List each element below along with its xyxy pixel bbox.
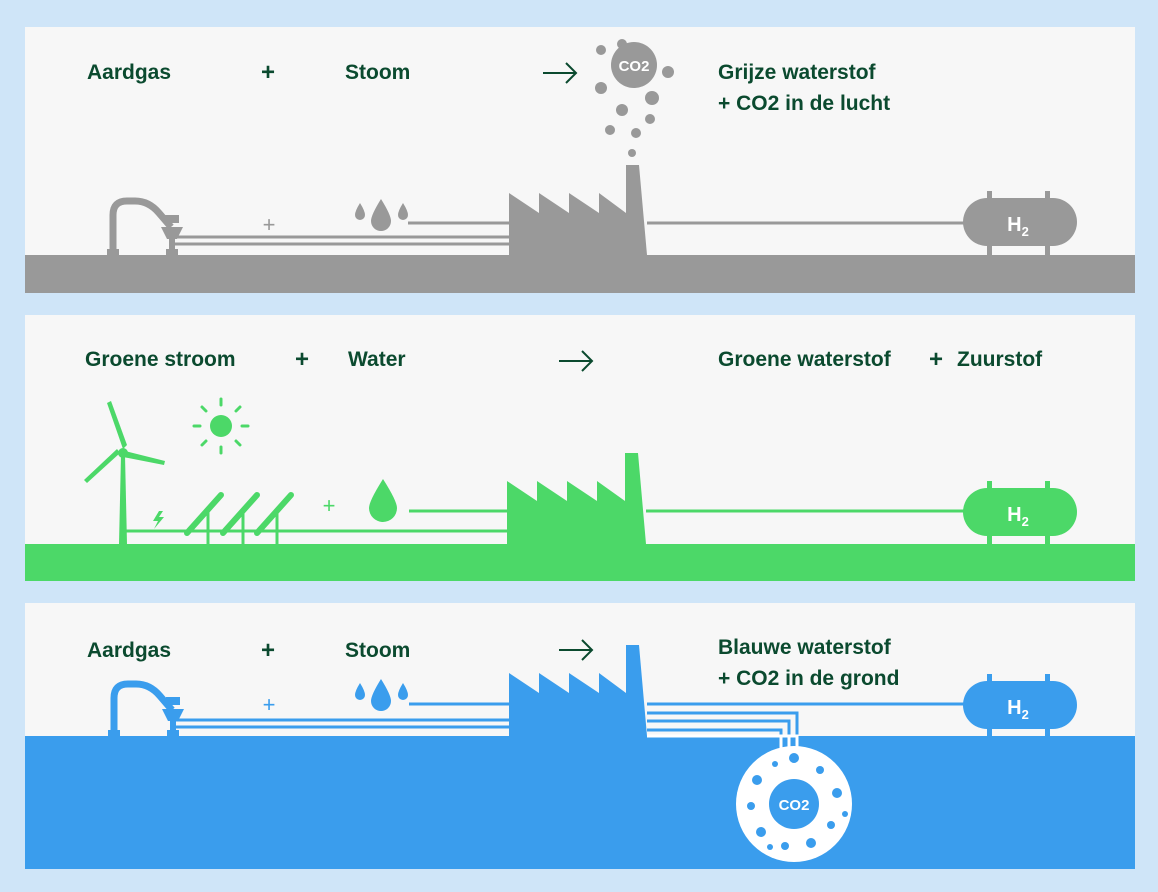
blue-process-diagram: +	[25, 639, 1135, 869]
h2-tank-icon	[963, 191, 1077, 255]
arrow-icon	[559, 350, 594, 372]
output-line2: + CO2 in de lucht	[718, 92, 891, 115]
input-a-label: Groene stroom	[85, 348, 236, 371]
input-a-label: Aardgas	[87, 639, 172, 662]
valve-icon	[107, 215, 183, 256]
input-b-label: Water	[348, 348, 406, 371]
plus-small: +	[263, 212, 276, 237]
gas-pipe-icon	[110, 680, 175, 736]
ground	[25, 736, 1135, 869]
plus-small: +	[323, 493, 336, 518]
tank-subscript: 2	[1022, 224, 1029, 239]
lightning-icon	[153, 511, 164, 529]
steam-droplets-icon	[355, 679, 408, 711]
solar-panels-icon	[184, 492, 294, 546]
tank-label: H	[1007, 504, 1021, 526]
sun-icon	[192, 397, 250, 455]
smoke-bubbles	[595, 39, 674, 157]
wind-turbine-icon	[84, 401, 165, 544]
factory-icon	[509, 645, 647, 736]
panel-grey-hydrogen: + CO2	[25, 27, 1135, 293]
h2-tank-icon	[963, 481, 1077, 544]
ground	[25, 544, 1135, 581]
co2-storage-icon	[736, 746, 852, 862]
arrow-icon	[559, 639, 594, 661]
svg-text:H2: H2	[1007, 214, 1029, 239]
output-line1: Grijze waterstof	[718, 61, 876, 84]
input-b-label: Stoom	[345, 61, 411, 84]
h2-tank-icon	[963, 674, 1077, 737]
plus-small: +	[263, 692, 276, 717]
factory-icon	[509, 165, 647, 255]
tank-label: H	[1007, 697, 1021, 719]
panel-blue-hydrogen: +	[25, 603, 1135, 869]
svg-text:H2: H2	[1007, 697, 1029, 722]
output-plus: +	[929, 346, 944, 373]
panel-green-hydrogen: + H2 Groene stroom + Water Groene waters…	[25, 315, 1135, 581]
output-line2: + CO2 in de grond	[718, 667, 900, 690]
output-extra-label: Zuurstof	[957, 348, 1043, 371]
output-line1: Blauwe waterstof	[718, 636, 891, 659]
input-b-label: Stoom	[345, 639, 411, 662]
steam-droplets-icon	[355, 199, 408, 231]
tank-label: H	[1007, 214, 1021, 236]
plus-top: +	[261, 59, 276, 86]
green-process-diagram: + H2	[25, 350, 1135, 581]
co2-label: CO2	[779, 797, 810, 814]
ground	[25, 255, 1135, 293]
arrow-icon	[543, 62, 578, 84]
output-line1: Groene waterstof	[718, 348, 891, 371]
grey-process-diagram: + CO2	[25, 39, 1135, 293]
plus-top: +	[261, 637, 276, 664]
feed-pipes	[176, 702, 510, 729]
gas-pipe-icon	[109, 197, 174, 255]
factory-icon	[507, 453, 646, 544]
co2-label: CO2	[619, 58, 650, 75]
feed-pipes	[175, 221, 510, 246]
input-a-label: Aardgas	[87, 61, 172, 84]
svg-text:H2: H2	[1007, 504, 1029, 529]
tank-subscript: 2	[1022, 514, 1029, 529]
water-droplet-icon	[369, 479, 397, 522]
tank-subscript: 2	[1022, 707, 1029, 722]
plus-top: +	[295, 346, 310, 373]
valve-icon	[108, 697, 184, 737]
